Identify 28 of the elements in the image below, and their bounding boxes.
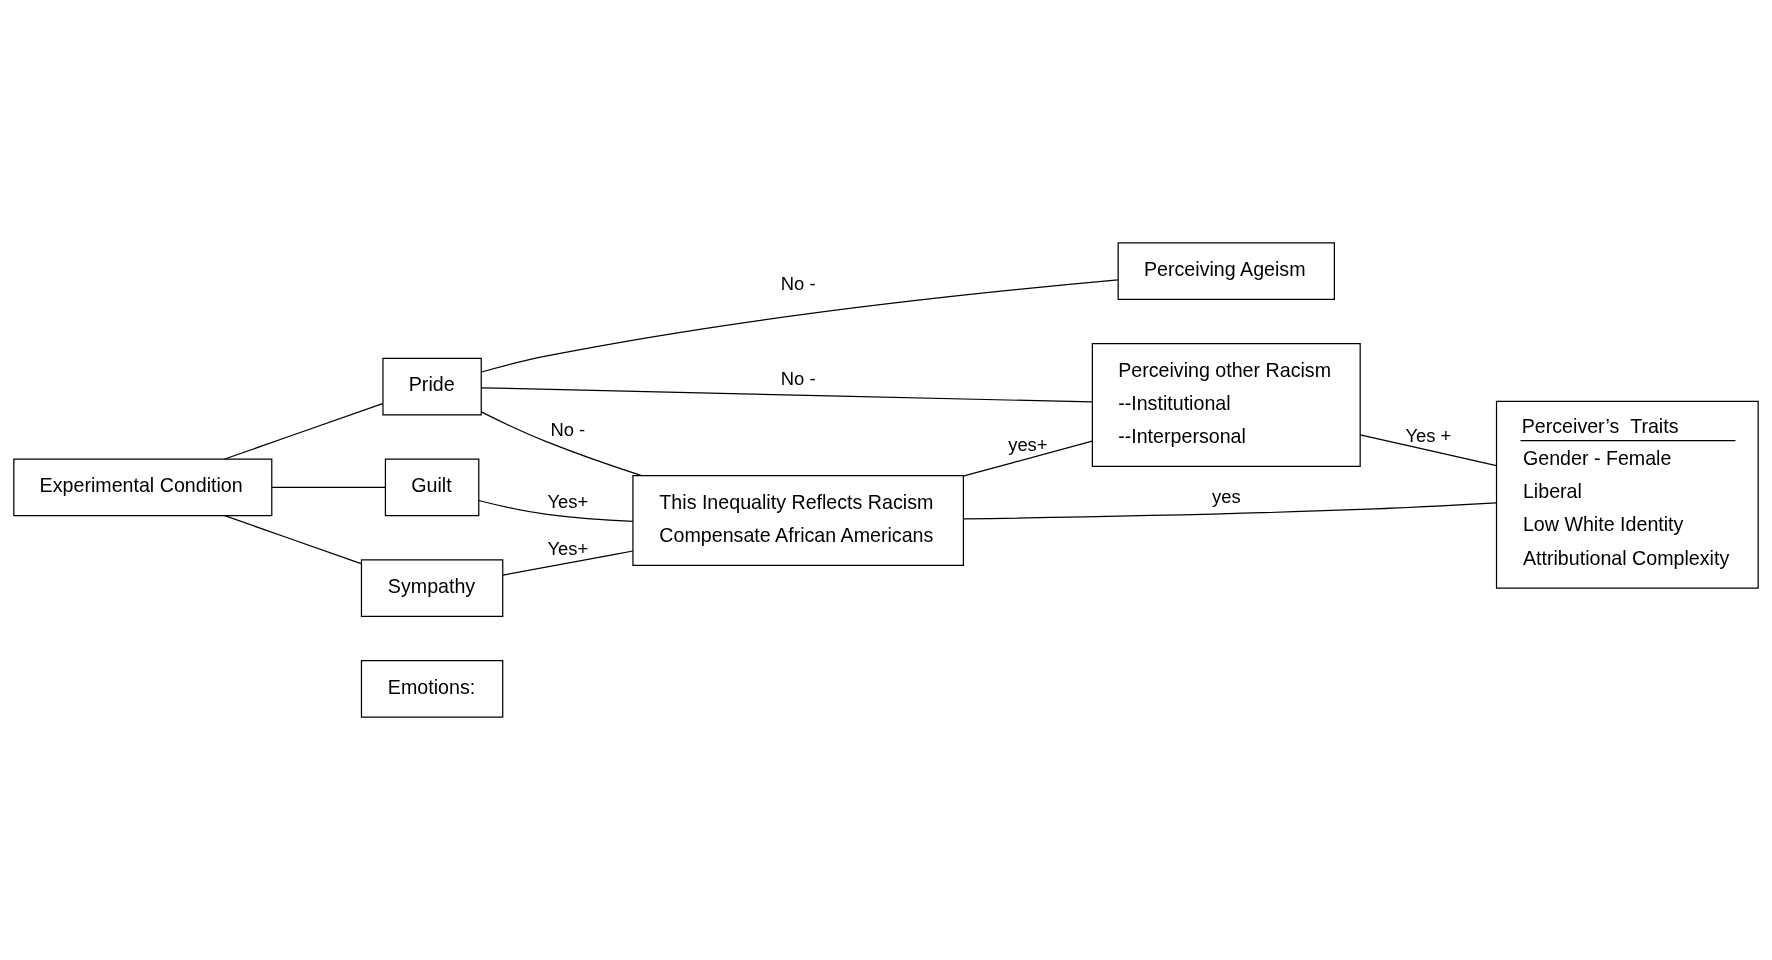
edge-label: Yes + [1405, 424, 1452, 446]
connector [271, 486, 386, 488]
node-box: Perceiving Ageism [1117, 242, 1335, 301]
node-box: Pride [382, 357, 482, 416]
edge-label: No - [550, 418, 586, 440]
edge-label: No - [780, 368, 816, 390]
edge-label: Yes+ [547, 537, 589, 559]
node-box: Experimental Condition [13, 458, 273, 517]
edge-label: yes [1211, 486, 1241, 508]
node-box: Perceiver’s Traits Gender - Female Liberal Low White Identity Attributional Complexity [1495, 400, 1759, 589]
edge-label: yes+ [1008, 433, 1048, 455]
edge-label: No - [780, 272, 816, 294]
connector [963, 440, 1093, 477]
node-box: Guilt [384, 458, 480, 517]
connector [1359, 434, 1497, 467]
connector [224, 402, 384, 460]
connector [224, 515, 362, 565]
connector [481, 279, 1119, 373]
node-box: Emotions: [360, 659, 504, 718]
connector [480, 411, 643, 477]
connector [502, 550, 634, 576]
connector [478, 499, 634, 522]
node-box: This Inequality Reflects Racism Compensate African Americans [632, 475, 964, 566]
edge-label: Yes+ [547, 491, 589, 513]
node-box: Sympathy [360, 559, 504, 617]
connector [963, 502, 1497, 520]
connector [481, 387, 1093, 403]
node-box: Perceiving other Racism --Institutional --Interpersonal [1091, 343, 1361, 468]
